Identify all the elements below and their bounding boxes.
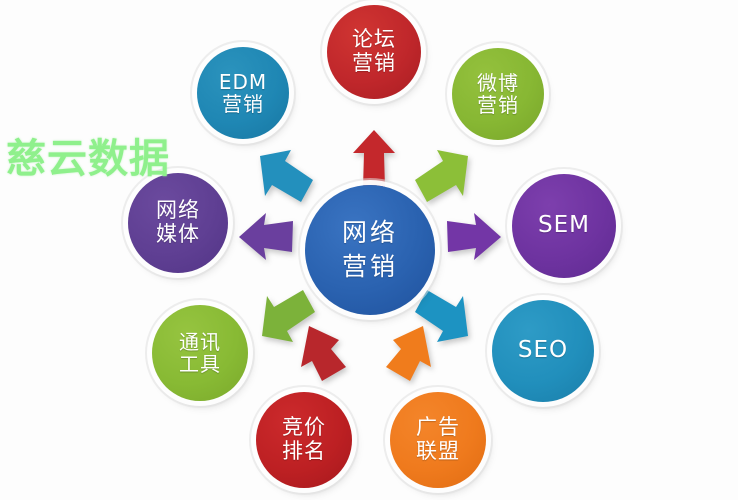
arrow-down-right-ads-icon (385, 326, 437, 382)
node-edm-marketing[interactable]: EDM 营销 (197, 47, 289, 139)
node-weibo-marketing[interactable]: 微博 营销 (452, 48, 544, 140)
node-communication-tools[interactable]: 通讯 工具 (152, 305, 248, 401)
node-network-media[interactable]: 网络 媒体 (128, 173, 228, 273)
arrow-down-left-icon (260, 288, 318, 344)
arrow-up-icon (352, 130, 396, 188)
node-media-label-line1: 网络 (156, 198, 200, 223)
arrow-right-icon (446, 213, 501, 261)
node-seo-label-line1: SEO (517, 337, 569, 364)
arrow-down-right-icon (412, 288, 470, 344)
arrow-down-left-ppc-icon (295, 326, 347, 382)
watermark-text: 慈云数据 (6, 136, 170, 182)
node-ppc-label-line2: 排名 (282, 439, 326, 463)
node-edm-label-line2: 营销 (222, 92, 264, 116)
node-weibo-label-line1: 微博 (477, 70, 519, 95)
node-ads-label-line1: 广告 (416, 415, 460, 440)
hub-label-line2: 营销 (341, 252, 398, 281)
node-forum-label-line2: 营销 (352, 51, 396, 75)
arrow-up-right-icon (412, 148, 470, 204)
arrow-left-icon (239, 213, 294, 261)
node-paid-ranking[interactable]: 竞价 排名 (256, 392, 352, 488)
node-seo[interactable]: SEO (492, 300, 594, 402)
node-ads-label-line2: 联盟 (416, 439, 460, 463)
node-im-label-line2: 工具 (179, 352, 221, 376)
node-ad-alliance[interactable]: 广告 联盟 (390, 392, 486, 488)
node-media-label-line2: 媒体 (156, 222, 200, 246)
node-edm-label-line1: EDM (218, 69, 268, 94)
node-im-label-line1: 通讯 (179, 329, 221, 354)
node-sem-label-line1: SEM (538, 212, 590, 239)
node-ppc-label-line1: 竞价 (282, 415, 326, 440)
node-forum-label-line1: 论坛 (352, 27, 396, 52)
node-sem[interactable]: SEM (512, 174, 616, 278)
hub-label-line1: 网络 (341, 218, 398, 247)
node-forum-marketing[interactable]: 论坛 营销 (327, 5, 421, 99)
node-weibo-label-line2: 营销 (477, 93, 519, 117)
node-network-marketing-center[interactable]: 网络 营销 (305, 185, 435, 315)
arrow-up-left-icon (258, 148, 316, 204)
